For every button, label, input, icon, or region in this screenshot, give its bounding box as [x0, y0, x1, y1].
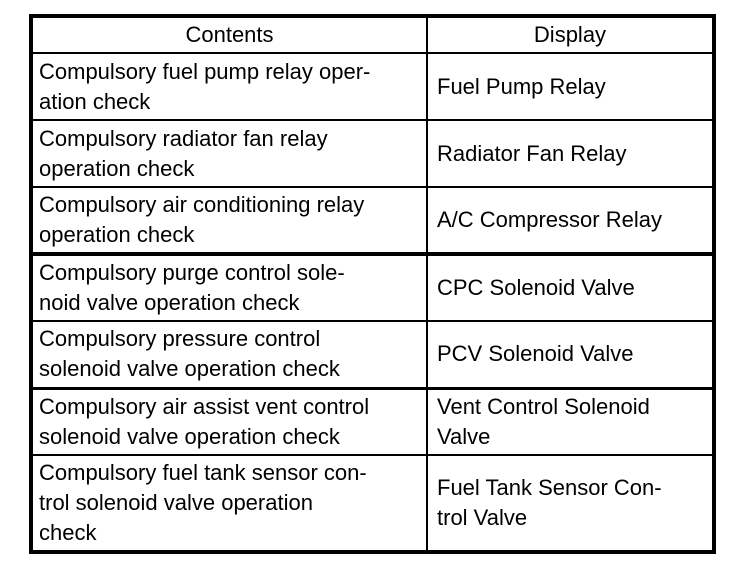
- table-header-row: Contents Display: [30, 15, 715, 54]
- table-row: Compulsory air assist vent control solen…: [30, 386, 715, 456]
- table-row: Compulsory air conditioning relay operat…: [30, 186, 715, 255]
- table-row: Compulsory fuel tank sensor con- trol so…: [30, 454, 715, 553]
- table-row: Compulsory purge control sole- noid valv…: [30, 252, 715, 322]
- display-cell: Fuel Pump Relay: [426, 52, 715, 121]
- display-cell: PCV Solenoid Valve: [426, 320, 715, 389]
- display-cell: CPC Solenoid Valve: [426, 252, 715, 322]
- table-row: Compulsory fuel pump relay oper- ation c…: [30, 52, 715, 121]
- display-cell: Radiator Fan Relay: [426, 119, 715, 188]
- contents-cell: Compulsory purge control sole- noid valv…: [30, 252, 428, 322]
- actuator-check-table: Contents Display Compulsory fuel pump re…: [29, 14, 716, 554]
- display-cell: A/C Compressor Relay: [426, 186, 715, 255]
- contents-cell: Compulsory air conditioning relay operat…: [30, 186, 428, 255]
- column-header-display: Display: [426, 15, 715, 54]
- table-row: Compulsory radiator fan relay operation …: [30, 119, 715, 188]
- display-cell: Fuel Tank Sensor Con- trol Valve: [426, 454, 715, 553]
- table-row: Compulsory pressure control solenoid val…: [30, 320, 715, 389]
- column-header-contents: Contents: [30, 15, 428, 54]
- contents-cell: Compulsory air assist vent control solen…: [30, 386, 428, 456]
- contents-cell: Compulsory fuel tank sensor con- trol so…: [30, 454, 428, 553]
- contents-cell: Compulsory pressure control solenoid val…: [30, 320, 428, 389]
- contents-cell: Compulsory fuel pump relay oper- ation c…: [30, 52, 428, 121]
- contents-cell: Compulsory radiator fan relay operation …: [30, 119, 428, 188]
- display-cell: Vent Control Solenoid Valve: [426, 386, 715, 456]
